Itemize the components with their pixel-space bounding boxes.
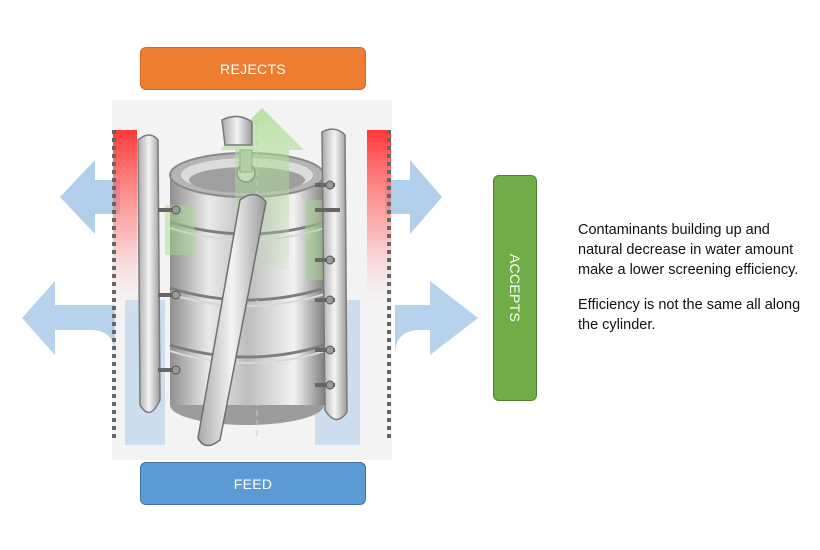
flow-arrow-icon: [395, 281, 478, 445]
flow-arrow-icon: [60, 160, 120, 234]
rejects-label-box: REJECTS: [140, 47, 366, 90]
flow-arrow-icon: [22, 281, 115, 445]
description-paragraph-1: Contaminants building up and natural dec…: [578, 222, 799, 278]
accepts-flow-left: [165, 205, 195, 255]
description-paragraph-2: Efficiency is not the same all along the…: [578, 297, 801, 333]
flow-arrow-icon: [385, 160, 442, 234]
description-text: Contaminants building up and natural dec…: [578, 220, 808, 350]
rotor-blade-front: [197, 193, 267, 447]
accepts-label: ACCEPTS: [507, 253, 524, 323]
contaminant-gradient-left: [113, 130, 137, 320]
pressure-screen-diagram: [22, 100, 478, 460]
feed-label: FEED: [233, 475, 273, 492]
accepts-label-box: ACCEPTS: [493, 175, 537, 401]
contaminant-gradient-right: [367, 130, 391, 320]
rotor-blade-back: [221, 115, 253, 146]
bolts: [171, 180, 335, 390]
rotor-blade-left: [137, 134, 175, 414]
rejects-label: REJECTS: [220, 60, 286, 77]
feed-label-box: FEED: [140, 462, 366, 505]
